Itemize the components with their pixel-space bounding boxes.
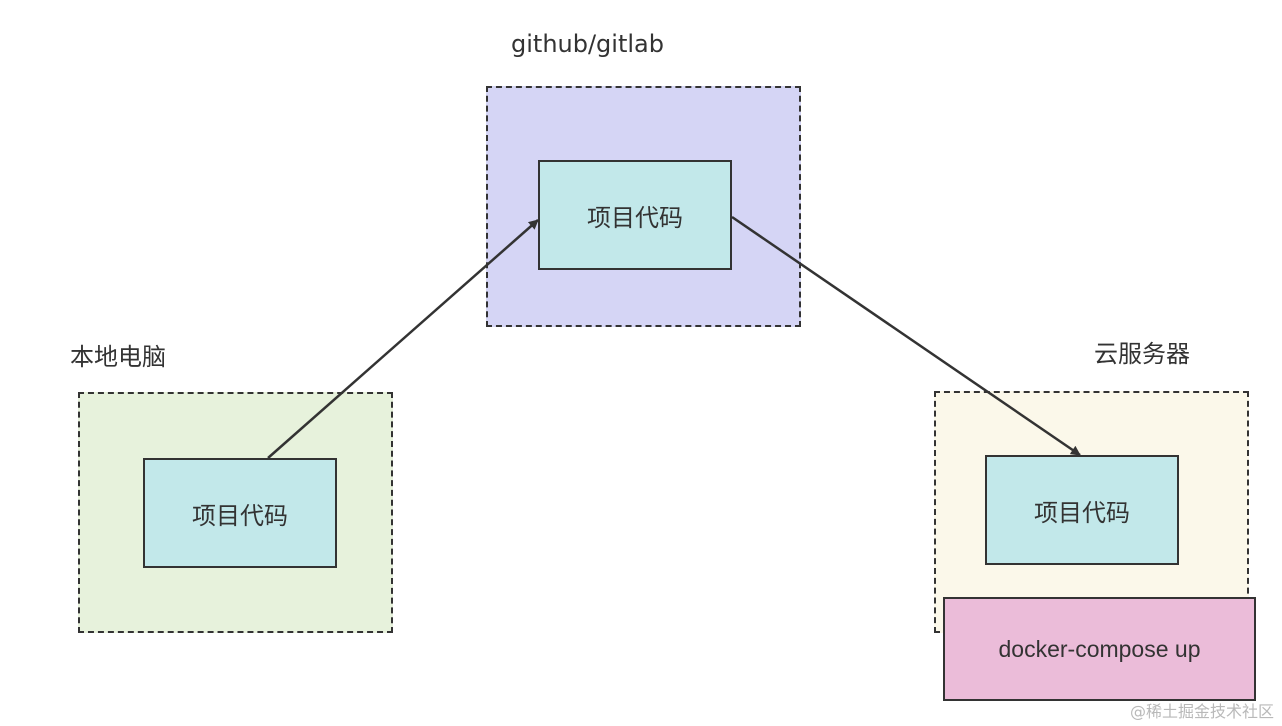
local-group-label: 本地电脑 [70,343,166,371]
server-code-node[interactable]: 项目代码 [985,455,1179,565]
watermark: @稀土掘金技术社区 [1129,702,1274,721]
local-code-node[interactable]: 项目代码 [143,458,337,568]
repo-code-node[interactable]: 项目代码 [538,160,732,270]
server-group-label: 云服务器 [1094,340,1190,368]
docker-compose-node[interactable]: docker-compose up [943,597,1256,701]
repo-group-label: github/gitlab [511,30,664,58]
